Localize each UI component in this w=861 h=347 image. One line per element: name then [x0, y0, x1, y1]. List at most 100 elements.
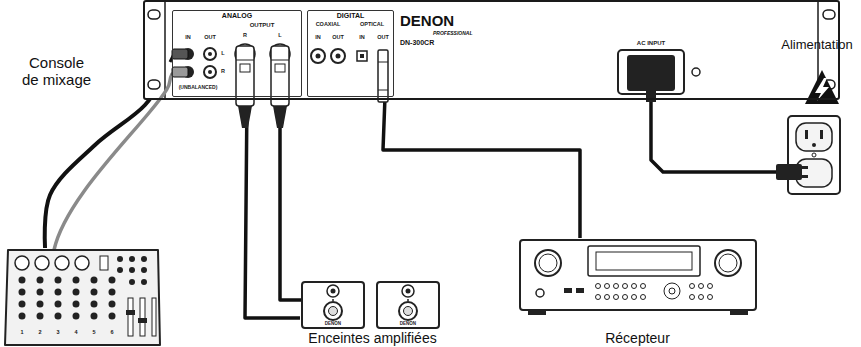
- speaker-woofer-cone: [404, 307, 413, 316]
- jack-label: OUT: [332, 35, 344, 41]
- receiver-display-window: [596, 252, 692, 270]
- receiver-button: [605, 295, 610, 300]
- receiver-button: [632, 295, 637, 300]
- channel-knob: [37, 313, 44, 320]
- xlr-plug-latch: [275, 64, 285, 72]
- receiver-button: [596, 295, 601, 300]
- channel-knob: [73, 313, 80, 320]
- mixer-input: [35, 256, 49, 270]
- xlr-plug-band: [271, 60, 289, 61]
- xlr-plug: [236, 46, 254, 106]
- receiver-button: [708, 284, 713, 289]
- channel-knob: [55, 313, 62, 320]
- receiver-nav-ring: [664, 283, 680, 299]
- node-title: DENON: [400, 13, 454, 30]
- xlr-cable: [280, 128, 302, 300]
- mixer-input: [55, 256, 69, 270]
- plug-prong: [802, 175, 808, 178]
- channel-label: L: [221, 51, 224, 57]
- speaker-led: [332, 299, 334, 301]
- power-plug-tail: [646, 90, 656, 102]
- channel-number: 2: [38, 330, 41, 336]
- channel-knob: [19, 301, 26, 308]
- section-note: (UNBALANCED): [179, 85, 218, 90]
- wall-outlet: [788, 116, 840, 194]
- jack-label: OUT: [377, 35, 389, 41]
- xlr-cable: [245, 97, 300, 318]
- xlr-strain-relief: [273, 106, 287, 128]
- optical-plug-band: [378, 90, 388, 91]
- channel-knob: [109, 289, 116, 296]
- speaker-cabinet: [377, 282, 439, 328]
- channel-knob: [55, 289, 62, 296]
- speaker-tweeter-dome: [406, 289, 411, 294]
- fader-cap: [138, 318, 147, 323]
- channel-label: L: [278, 33, 281, 39]
- optical-plug: [378, 50, 388, 102]
- rack-ear-edge: [164, 2, 166, 98]
- node-title: Enceintes amplifiées: [300, 331, 445, 346]
- node-title: ANALOG: [173, 12, 301, 20]
- optical-port-core: [360, 54, 364, 58]
- node-subtitle: PROFESSIONAL: [433, 31, 472, 37]
- optical-plug-band: [378, 62, 388, 63]
- coax-jack-pin: [336, 54, 341, 59]
- receiver-button: [632, 284, 637, 289]
- speaker-woofer: [324, 302, 342, 320]
- receiver-button: [614, 295, 619, 300]
- mount-slot: [148, 80, 160, 89]
- mixer-knob: [141, 267, 147, 273]
- channel-knob: [91, 301, 98, 308]
- lightning-bolt: [815, 78, 829, 101]
- mixer-input: [15, 256, 29, 270]
- jack-label: OPTICAL: [360, 22, 384, 28]
- power-cord: [651, 100, 776, 172]
- receiver-button: [699, 284, 704, 289]
- channel-knob: [73, 301, 80, 308]
- coax-jack-pin: [316, 54, 321, 59]
- xlr-strain-relief: [238, 106, 252, 128]
- receiver-button: [641, 295, 646, 300]
- power-outlet: Alimentation: [776, 38, 858, 195]
- wall-plug: [776, 164, 802, 180]
- node-title: Console de mixage: [20, 55, 93, 88]
- receiver-button: [623, 295, 628, 300]
- mount-slot: [823, 10, 835, 19]
- jack-label: IN: [359, 35, 365, 41]
- channel-knob: [37, 277, 44, 284]
- channel-knob: [55, 277, 62, 284]
- receiver-button: [614, 284, 619, 289]
- receiver-knob-inner: [539, 254, 557, 272]
- receiver-button: [690, 295, 695, 300]
- speaker-led: [407, 299, 409, 301]
- speaker-woofer: [399, 302, 417, 320]
- receiver-knob: [715, 250, 741, 276]
- channel-number: 1: [20, 330, 23, 336]
- mixer-knob: [129, 279, 135, 285]
- rca-plug: [172, 49, 188, 59]
- jack-label: OUT: [204, 35, 216, 41]
- outlet-receptacle: [796, 123, 832, 151]
- receiver-knob: [535, 250, 561, 276]
- jack-label: COAXIAL: [316, 22, 341, 28]
- mixer-knob: [129, 267, 135, 273]
- receiver-display: [588, 246, 700, 276]
- mixer-knob: [141, 256, 147, 262]
- receiver-button: [641, 284, 646, 289]
- coax-jack: [331, 49, 345, 63]
- fader-slot: [140, 298, 145, 336]
- channel-number: 4: [74, 330, 77, 336]
- mixer-knob: [141, 279, 147, 285]
- speaker-tweeter-dome: [331, 289, 336, 294]
- receiver-button: [623, 284, 628, 289]
- channel-knob: [91, 313, 98, 320]
- receiver-button: [605, 284, 610, 289]
- mixer-knob: [129, 256, 135, 262]
- ac-inlet: [618, 50, 684, 94]
- jack-label: AC INPUT: [637, 40, 665, 46]
- speaker-tweeter: [327, 285, 339, 297]
- fader-slot: [128, 298, 133, 336]
- receiver-nav-center: [669, 288, 675, 294]
- receiver-knob-inner: [719, 254, 737, 272]
